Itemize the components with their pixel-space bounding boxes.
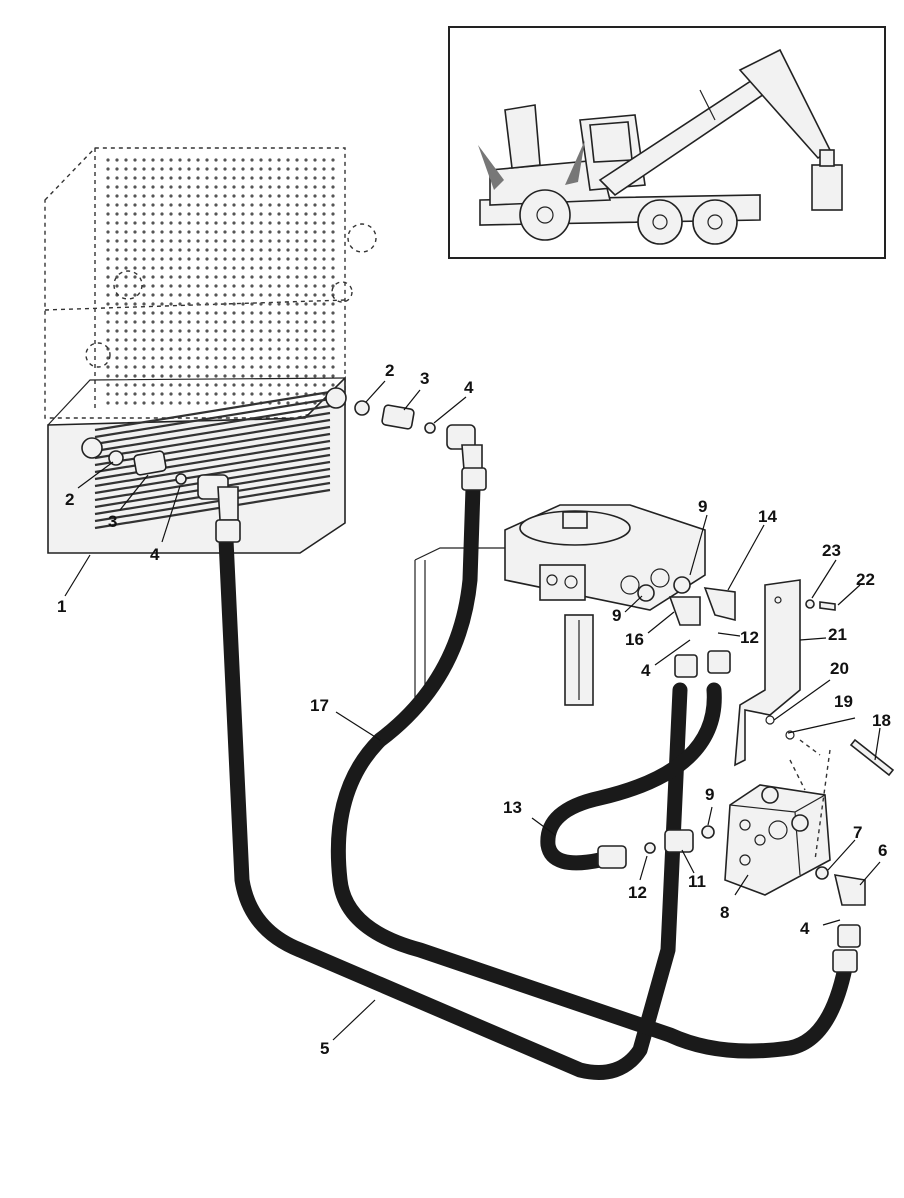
callout-17: 17 [310,696,329,715]
callout-8: 8 [720,903,729,922]
callout-3: 3 [108,512,117,531]
callout-4: 4 [464,378,474,397]
callout-19: 19 [834,692,853,711]
callout-12: 12 [628,883,647,902]
machine-overview-inset [448,26,886,259]
oil-cooler [47,376,347,554]
hoses [218,480,853,1080]
callout-3: 3 [420,369,429,388]
mounting-bracket [734,579,895,861]
callout-4: 4 [150,545,160,564]
hydraulic-tank [414,504,706,706]
fittings [108,400,866,973]
callouts: 1 2 2 3 3 4 4 4 4 5 6 7 8 9 9 9 11 12 12… [57,361,891,1058]
callout-5: 5 [320,1039,329,1058]
valve-block [724,784,831,896]
callout-2: 2 [385,361,394,380]
engine-radiator-outline [44,147,377,419]
callout-21: 21 [828,625,847,644]
leader-lines [64,380,881,1041]
callout-20: 20 [830,659,849,678]
callout-4: 4 [641,661,651,680]
callout-7: 7 [853,823,862,842]
callout-14: 14 [758,507,777,526]
callout-6: 6 [878,841,887,860]
callout-4: 4 [800,919,810,938]
callout-2: 2 [65,490,74,509]
callout-23: 23 [822,541,841,560]
callout-11: 11 [688,872,706,891]
callout-9: 9 [705,785,714,804]
callout-18: 18 [872,711,891,730]
wheel-icon [519,189,738,245]
callout-1: 1 [57,597,66,616]
callout-22: 22 [856,570,875,589]
callout-9: 9 [698,497,707,516]
arrow-icon [565,140,585,185]
callout-12: 12 [740,628,759,647]
bolt-icon [805,599,836,611]
callout-9: 9 [612,606,621,625]
callout-13: 13 [503,798,522,817]
callout-16: 16 [625,630,644,649]
arrow-icon [478,145,504,190]
